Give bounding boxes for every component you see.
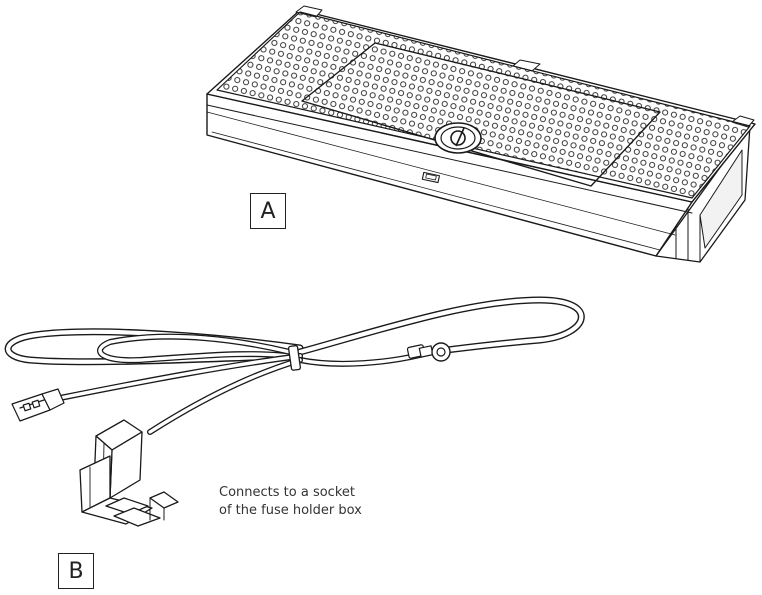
caption-line-1: Connects to a socket bbox=[219, 485, 355, 500]
power-cable-drawing bbox=[4, 296, 585, 527]
qi-charging-logo-icon bbox=[434, 122, 482, 154]
fuse-tap-caption: Connects to a socket of the fuse holder … bbox=[219, 484, 362, 520]
caption-line-2: of the fuse holder box bbox=[219, 503, 362, 518]
part-label-b: B bbox=[58, 553, 94, 589]
part-label-a: A bbox=[250, 193, 286, 229]
